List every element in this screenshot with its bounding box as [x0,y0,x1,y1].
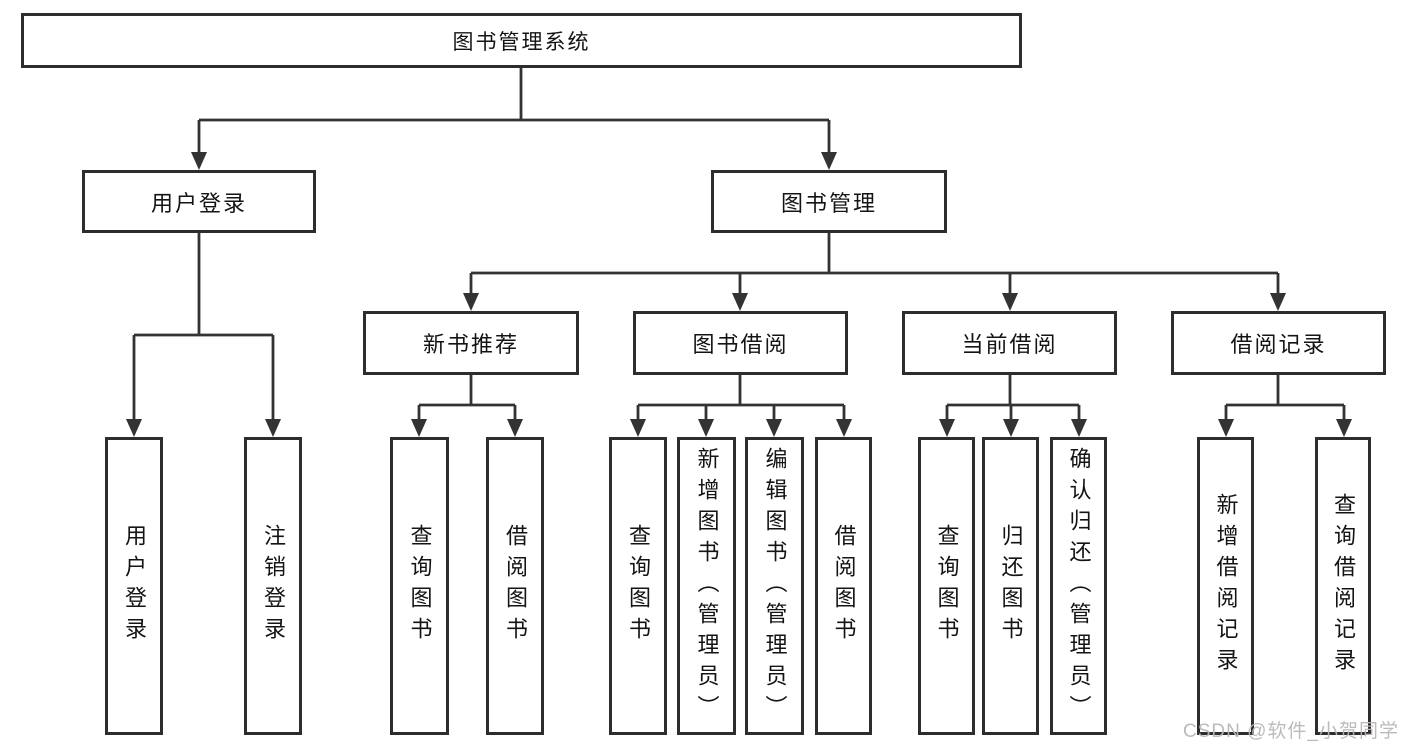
node-leaf-edit-book-admin: 编辑图书（管理员） [745,437,804,735]
leaf-label: 归还图书 [998,524,1024,648]
node-leaf-user-login: 用户登录 [105,437,163,735]
leaf-label: 查询图书 [407,524,433,648]
node-leaf-query-borrow-record: 查询借阅记录 [1315,437,1371,735]
leaf-label: 注销登录 [261,524,286,648]
node-leaf-query-books-2: 查询图书 [609,437,667,735]
leaf-label: 新增图书（管理员） [694,446,720,726]
node-leaf-query-books-1: 查询图书 [390,437,449,735]
node-leaf-add-book-admin: 新增图书（管理员） [677,437,736,735]
leaf-label: 新增借阅记录 [1213,493,1239,679]
node-leaf-borrow-books-1: 借阅图书 [486,437,544,735]
node-leaf-query-books-3: 查询图书 [918,437,975,735]
arrowheads [126,152,1352,437]
leaf-label: 用户登录 [122,524,147,648]
node-book-management: 图书管理 [711,170,947,233]
leaf-label: 编辑图书（管理员） [762,446,788,726]
csdn-watermark: CSDN @软件_小贺同学 [1183,721,1399,742]
leaf-label: 查询图书 [626,524,651,648]
leaf-label: 查询图书 [934,524,960,648]
leaf-label: 确认归还（管理员） [1066,446,1092,726]
node-leaf-add-borrow-record: 新增借阅记录 [1197,437,1254,735]
node-new-book-recommend: 新书推荐 [363,311,579,375]
node-library-management-system: 图书管理系统 [21,13,1022,68]
node-leaf-confirm-return-admin: 确认归还（管理员） [1050,437,1107,735]
node-leaf-return-book: 归还图书 [982,437,1039,735]
leaf-label: 查询借阅记录 [1331,493,1356,679]
node-book-borrow: 图书借阅 [633,311,848,375]
node-user-login: 用户登录 [82,170,316,233]
leaf-label: 借阅图书 [503,524,528,648]
node-borrow-records: 借阅记录 [1171,311,1386,375]
node-leaf-borrow-books-2: 借阅图书 [815,437,872,735]
leaf-label: 借阅图书 [831,524,857,648]
node-current-borrow: 当前借阅 [902,311,1117,375]
node-leaf-logout: 注销登录 [244,437,302,735]
